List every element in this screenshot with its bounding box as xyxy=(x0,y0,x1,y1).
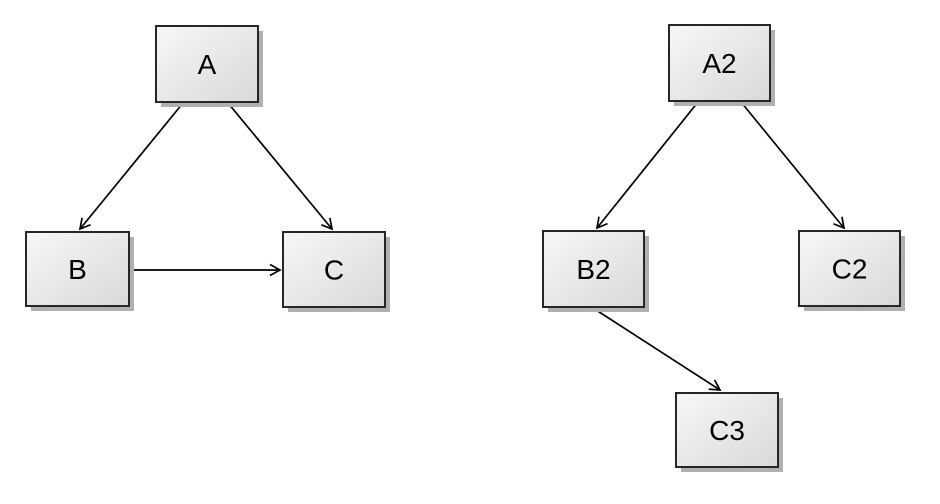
node-box-A[interactable] xyxy=(155,25,259,103)
node-B[interactable]: B xyxy=(25,231,134,311)
node-label-A2: A2 xyxy=(702,48,736,79)
edge-A-B xyxy=(78,102,184,231)
edge-A-C xyxy=(227,102,334,231)
node-label-C: C xyxy=(324,255,344,286)
node-C[interactable]: C xyxy=(282,231,390,312)
edge-A2-C2 xyxy=(740,101,846,230)
node-A2[interactable]: A2 xyxy=(668,24,775,106)
node-label-B2: B2 xyxy=(576,254,610,285)
node-C3[interactable]: C3 xyxy=(675,392,783,472)
node-box-C3[interactable] xyxy=(675,392,779,468)
node-A[interactable]: A xyxy=(155,25,263,107)
node-box-C2[interactable] xyxy=(798,230,901,307)
edge-B2-C3 xyxy=(592,307,722,391)
node-box-B2[interactable] xyxy=(542,230,645,308)
node-label-A: A xyxy=(198,49,217,80)
node-label-C2: C2 xyxy=(832,254,868,285)
node-label-B: B xyxy=(68,254,87,285)
node-box-C[interactable] xyxy=(282,231,386,308)
left-graph: A B C xyxy=(25,25,390,312)
node-B2[interactable]: B2 xyxy=(542,230,649,312)
node-box-B[interactable] xyxy=(25,231,130,307)
node-box-A2[interactable] xyxy=(668,24,771,102)
node-label-C3: C3 xyxy=(709,415,745,446)
edge-A2-B2 xyxy=(595,101,699,230)
node-C2[interactable]: C2 xyxy=(798,230,905,311)
